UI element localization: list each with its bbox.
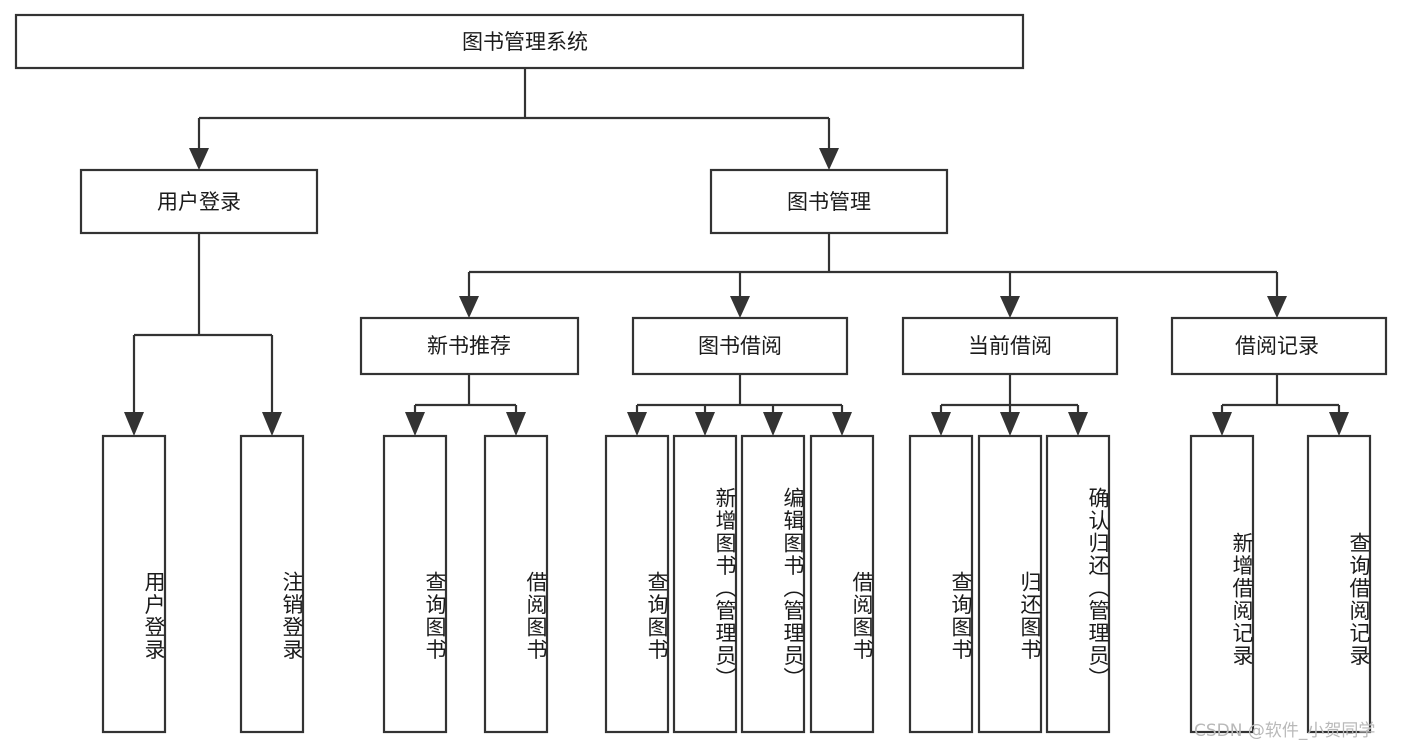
- new-book-recommend-label: 新书推荐: [427, 334, 511, 358]
- node-current-borrow[interactable]: 当前借阅: [901, 316, 1119, 376]
- arrow-head-user-login: [189, 148, 209, 170]
- user-login-label: 用户登录: [157, 190, 241, 214]
- borrow-record-box[interactable]: [1170, 316, 1388, 376]
- arrow-head-bb-query: [627, 412, 647, 436]
- connectors-book-borrow-to-leaves: [627, 374, 852, 436]
- arrow-head-bb-borrow: [832, 412, 852, 436]
- leaf-box-br-query-record[interactable]: [1306, 434, 1372, 734]
- leaf-boxes: [101, 434, 1372, 734]
- connectors-current-borrow-to-leaves: [931, 374, 1088, 436]
- leaf-box-br-add-record[interactable]: [1189, 434, 1255, 734]
- borrow-record-label: 借阅记录: [1235, 334, 1319, 358]
- leaf-box-user-login[interactable]: [101, 434, 167, 734]
- arrow-head-leaf-logout: [262, 412, 282, 436]
- connectors-book-manage-to-level3: [459, 233, 1287, 318]
- leaf-box-nb-borrow-book[interactable]: [483, 434, 549, 734]
- watermark-text: CSDN @软件_小贺同学: [1194, 721, 1376, 741]
- arrow-head-book-manage: [819, 148, 839, 170]
- new-book-recommend-box[interactable]: [359, 316, 580, 376]
- current-borrow-box[interactable]: [901, 316, 1119, 376]
- leaf-box-bb-borrow-book[interactable]: [809, 434, 875, 734]
- leaf-box-nb-query-book[interactable]: [382, 434, 448, 734]
- node-book-manage[interactable]: 图书管理: [709, 168, 949, 235]
- node-book-borrow[interactable]: 图书借阅: [631, 316, 849, 376]
- leaf-box-cb-query-book[interactable]: [908, 434, 974, 734]
- arrow-head-br-query: [1329, 412, 1349, 436]
- arrow-head-nb-query: [405, 412, 425, 436]
- leaf-box-cb-return-book[interactable]: [977, 434, 1043, 734]
- leaf-box-logout[interactable]: [239, 434, 305, 734]
- arrow-head-bb-edit: [763, 412, 783, 436]
- book-borrow-box[interactable]: [631, 316, 849, 376]
- leaf-box-bb-query-book[interactable]: [604, 434, 670, 734]
- user-login-box[interactable]: [79, 168, 319, 235]
- leaf-box-bb-add-book[interactable]: [672, 434, 738, 734]
- node-root[interactable]: 图书管理系统: [14, 13, 1025, 70]
- arrow-head-current-borrow: [1000, 296, 1020, 318]
- arrow-head-nb-borrow: [506, 412, 526, 436]
- arrow-head-book-borrow: [730, 296, 750, 318]
- arrow-head-cb-return: [1000, 412, 1020, 436]
- arrow-head-br-add: [1212, 412, 1232, 436]
- arrow-head-new-book: [459, 296, 479, 318]
- connectors-root-to-level2: [189, 68, 839, 170]
- root-label: 图书管理系统: [462, 30, 588, 54]
- connectors-user-login-to-leaves: [124, 233, 282, 436]
- book-manage-label: 图书管理: [787, 190, 871, 214]
- leaf-box-bb-edit-book[interactable]: [740, 434, 806, 734]
- current-borrow-label: 当前借阅: [968, 334, 1052, 358]
- node-user-login[interactable]: 用户登录: [79, 168, 319, 235]
- node-new-book-recommend[interactable]: 新书推荐: [359, 316, 580, 376]
- arrow-head-cb-query: [931, 412, 951, 436]
- root-box[interactable]: [14, 13, 1025, 70]
- node-borrow-record[interactable]: 借阅记录: [1170, 316, 1388, 376]
- book-borrow-label: 图书借阅: [698, 334, 782, 358]
- arrow-head-leaf-user-login: [124, 412, 144, 436]
- connectors-new-book-to-leaves: [405, 374, 526, 436]
- leaf-box-cb-confirm-return[interactable]: [1045, 434, 1111, 734]
- connectors-borrow-record-to-leaves: [1212, 374, 1349, 436]
- arrow-head-bb-add: [695, 412, 715, 436]
- book-manage-box[interactable]: [709, 168, 949, 235]
- arrow-head-cb-confirm: [1068, 412, 1088, 436]
- arrow-head-borrow-record: [1267, 296, 1287, 318]
